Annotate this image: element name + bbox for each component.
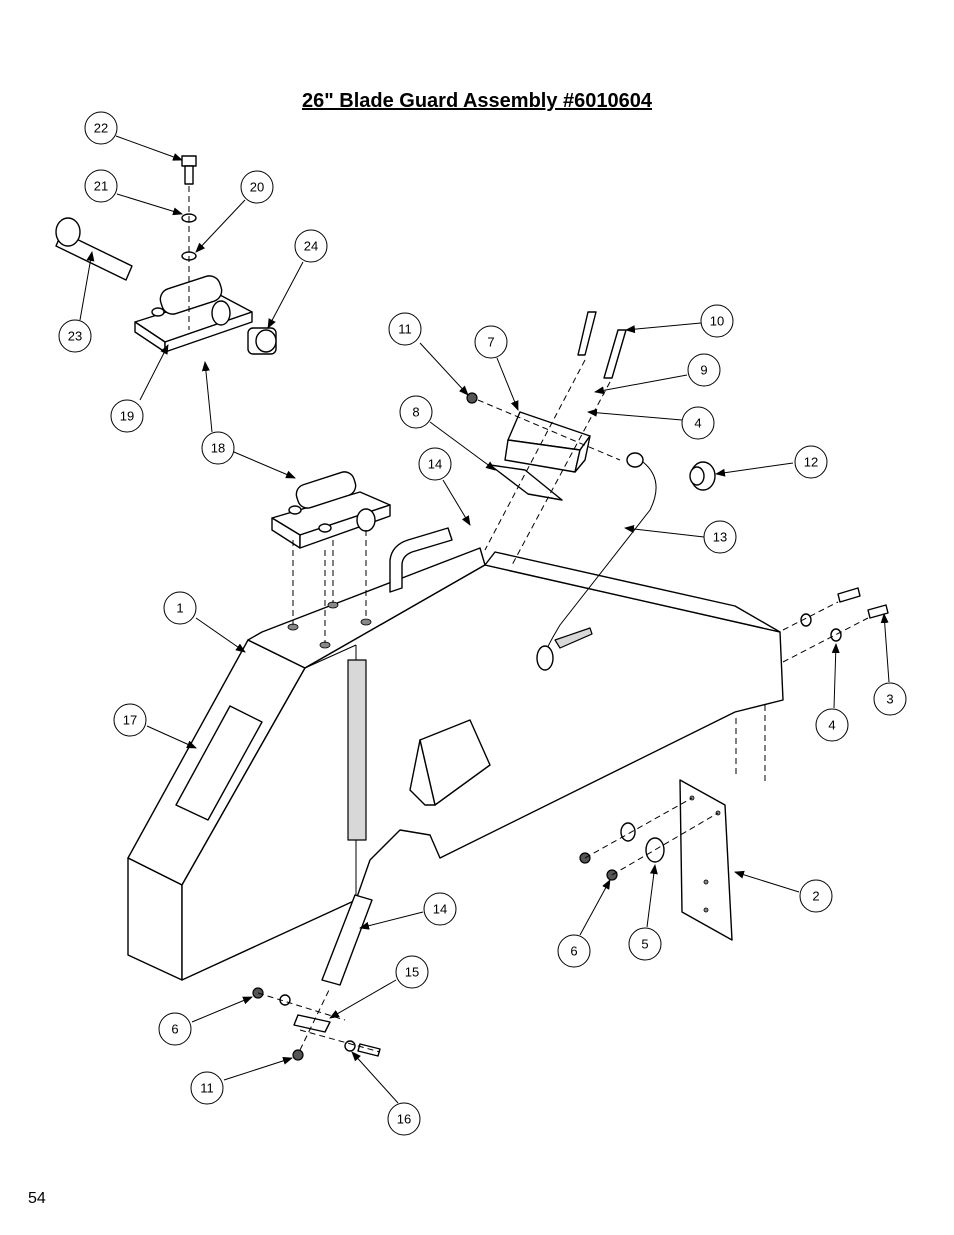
page-number: 54 [28, 1190, 46, 1207]
svg-text:19: 19 [120, 409, 134, 424]
callout-20: 20 [240, 170, 274, 204]
svg-text:9: 9 [700, 363, 707, 378]
mounting-plate [579, 779, 733, 941]
hinge-assembly [271, 471, 391, 549]
svg-text:1: 1 [176, 601, 183, 616]
callout-11-bottom: 11 [190, 1071, 224, 1105]
svg-text:23: 23 [68, 329, 82, 344]
callout-22: 22 [84, 111, 118, 145]
svg-text:11: 11 [398, 322, 412, 337]
callout-19: 19 [110, 399, 144, 433]
leader-arrows [79, 135, 890, 1104]
callout-12: 12 [794, 445, 828, 479]
svg-text:16: 16 [397, 1112, 411, 1127]
callout-11-top: 11 [388, 312, 422, 346]
callout-18: 18 [201, 431, 235, 465]
page-title: 26" Blade Guard Assembly #6010604 [301, 90, 653, 112]
svg-text:4: 4 [828, 718, 835, 733]
svg-text:14: 14 [428, 457, 442, 472]
svg-text:15: 15 [405, 965, 419, 980]
svg-text:7: 7 [487, 335, 494, 350]
svg-text:22: 22 [94, 121, 108, 136]
callout-24: 24 [294, 229, 328, 263]
svg-text:13: 13 [713, 530, 727, 545]
callout-23: 23 [58, 319, 92, 353]
callout-17: 17 [113, 703, 147, 737]
svg-text:18: 18 [211, 441, 225, 456]
svg-text:21: 21 [94, 179, 108, 194]
rear-hardware [800, 587, 889, 642]
callout-4-top: 4 [681, 406, 715, 440]
callout-3: 3 [873, 682, 907, 716]
callout-2: 2 [799, 879, 833, 913]
svg-text:14: 14 [433, 902, 447, 917]
svg-text:8: 8 [412, 405, 419, 420]
callout-10: 10 [700, 304, 734, 338]
callout-8: 8 [399, 395, 433, 429]
svg-text:11: 11 [200, 1081, 214, 1096]
callout-9: 9 [687, 353, 721, 387]
callout-6-plate: 6 [557, 934, 591, 968]
blade-guard-housing [127, 527, 784, 981]
svg-text:2: 2 [812, 889, 819, 904]
svg-text:6: 6 [570, 944, 577, 959]
svg-text:12: 12 [804, 455, 818, 470]
svg-text:6: 6 [171, 1022, 178, 1037]
callout-16: 16 [387, 1102, 421, 1136]
svg-text:20: 20 [250, 180, 264, 195]
callout-6-skirt: 6 [158, 1012, 192, 1046]
callout-1: 1 [163, 591, 197, 625]
lock-block-assembly [466, 311, 716, 671]
callout-13: 13 [703, 520, 737, 554]
svg-text:5: 5 [641, 937, 648, 952]
callout-14-skirt: 14 [423, 892, 457, 926]
svg-text:24: 24 [304, 239, 318, 254]
callout-5: 5 [628, 927, 662, 961]
callout-14-top: 14 [418, 447, 452, 481]
callout-7: 7 [474, 325, 508, 359]
callout-21: 21 [84, 169, 118, 203]
svg-text:3: 3 [886, 692, 893, 707]
svg-text:17: 17 [123, 713, 137, 728]
callout-4-front: 4 [815, 708, 849, 742]
svg-text:4: 4 [694, 416, 701, 431]
svg-text:10: 10 [710, 314, 724, 329]
callout-15: 15 [395, 955, 429, 989]
